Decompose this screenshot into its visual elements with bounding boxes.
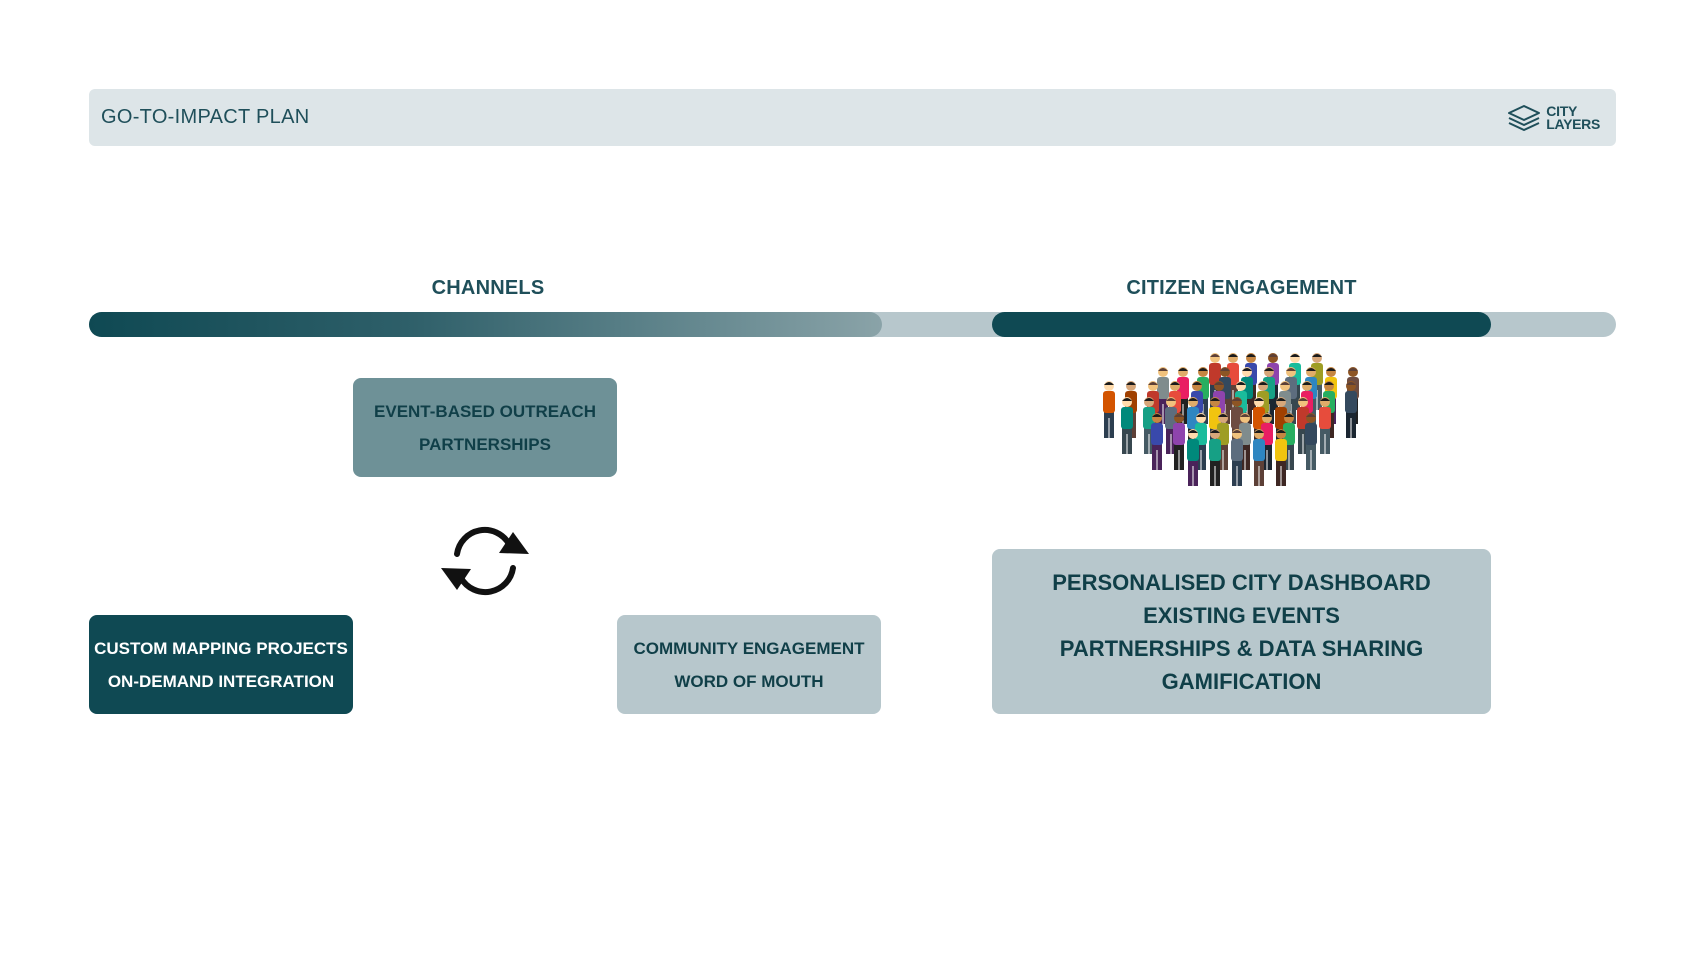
citizen-line-2: EXISTING EVENTS: [1143, 602, 1340, 628]
custom-mapping-box: CUSTOM MAPPING PROJECTS ON-DEMAND INTEGR…: [89, 615, 353, 714]
channels-bar: [89, 312, 882, 337]
citizen-line-1: PERSONALISED CITY DASHBOARD: [1052, 569, 1431, 595]
logo-line-2: LAYERS: [1546, 116, 1600, 132]
community-engagement-box: COMMUNITY ENGAGEMENT WORD OF MOUTH: [617, 615, 881, 714]
refresh-cycle-icon: [441, 526, 529, 596]
logo-wordmark: CITY LAYERS: [1546, 103, 1600, 132]
outreach-line-1: EVENT-BASED OUTREACH: [374, 401, 596, 421]
community-line-2: WORD OF MOUTH: [674, 671, 824, 691]
citizen-engagement-label: CITIZEN ENGAGEMENT: [1126, 277, 1357, 299]
channels-label: CHANNELS: [431, 277, 545, 299]
page-title: GO-TO-IMPACT PLAN: [101, 106, 310, 128]
citizen-line-4: GAMIFICATION: [1161, 668, 1322, 694]
crowd-people-icon: [1103, 353, 1359, 486]
city-layers-logo: CITY LAYERS: [1506, 102, 1600, 134]
custom-line-1: CUSTOM MAPPING PROJECTS: [94, 638, 348, 658]
outreach-line-2: PARTNERSHIPS: [419, 434, 551, 454]
citizen-line-3: PARTNERSHIPS & DATA SHARING: [1059, 635, 1424, 661]
logo-line-1: CITY: [1546, 103, 1577, 119]
event-outreach-box: EVENT-BASED OUTREACH PARTNERSHIPS: [353, 378, 617, 477]
community-line-1: COMMUNITY ENGAGEMENT: [633, 638, 865, 658]
custom-line-2: ON-DEMAND INTEGRATION: [107, 671, 335, 691]
header-bar: GO-TO-IMPACT PLAN CITY LAYERS: [89, 89, 1616, 146]
citizen-engagement-box: PERSONALISED CITY DASHBOARD EXISTING EVE…: [992, 549, 1491, 714]
citizen-engagement-bar: [992, 312, 1491, 337]
layers-icon: [1508, 105, 1541, 131]
